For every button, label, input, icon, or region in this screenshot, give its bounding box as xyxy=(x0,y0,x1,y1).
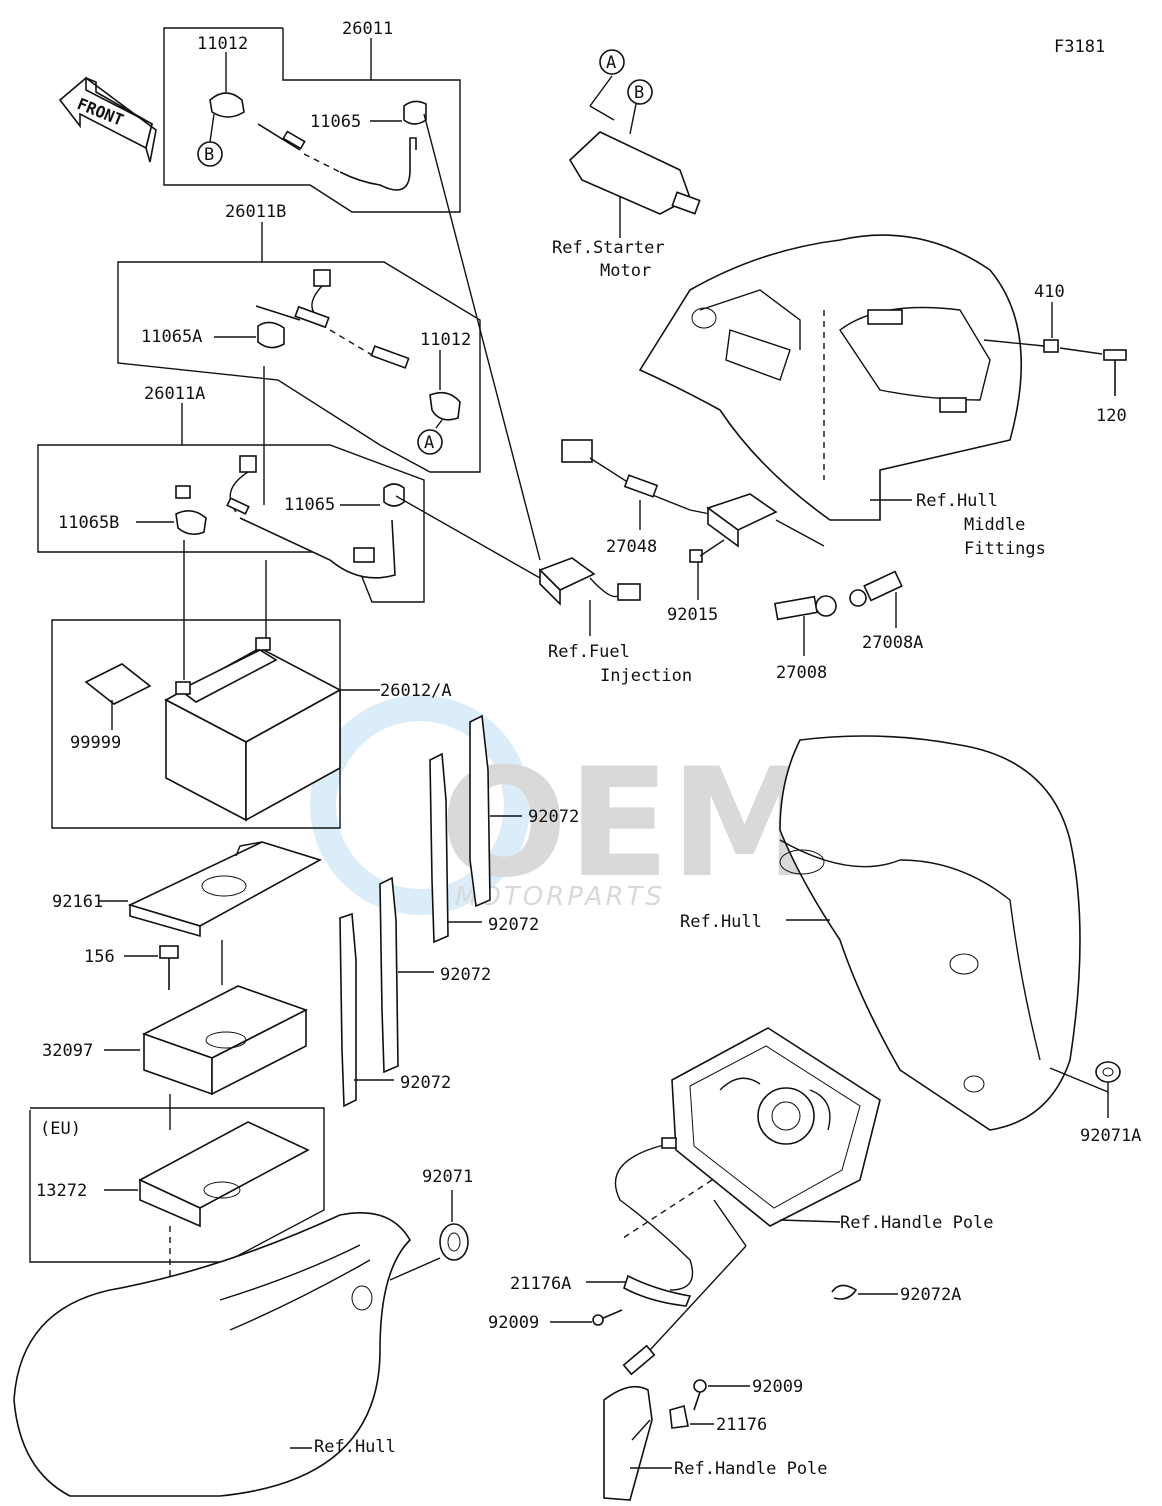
ref-starter-1: Ref.Starter xyxy=(552,238,665,258)
battery-26012A xyxy=(51,619,380,829)
svg-text:B: B xyxy=(204,145,214,165)
screw-120 xyxy=(1059,347,1127,396)
bracket-13272-eu xyxy=(29,1094,325,1420)
label-92072-a: 92072 xyxy=(528,807,579,827)
figure-code: F3181 xyxy=(1054,37,1105,57)
label-92009-b: 92009 xyxy=(752,1377,803,1397)
label-11012-top: 11012 xyxy=(197,34,248,54)
label-26012A: 26012/A xyxy=(380,681,452,701)
straps-92072 xyxy=(339,714,522,1108)
callout-b-top: B xyxy=(627,79,653,105)
front-direction-arrow-icon: FRONT xyxy=(58,76,157,163)
grommet-92071A xyxy=(1095,1061,1121,1118)
label-92009-a: 92009 xyxy=(488,1313,539,1333)
hull-bottom xyxy=(13,1212,441,1497)
tray-92161 xyxy=(98,841,323,938)
ref-handle-pole-1: Ref.Handle Pole xyxy=(840,1213,994,1233)
ref-fuel-2: Injection xyxy=(600,666,692,686)
label-156: 156 xyxy=(84,947,115,967)
ref-hull-mid-3: Fittings xyxy=(964,539,1046,559)
ref-hull-mid-1: Ref.Hull xyxy=(916,491,998,511)
label-92072-b: 92072 xyxy=(488,915,539,935)
label-21176A: 21176A xyxy=(510,1274,571,1294)
label-92072-c: 92072 xyxy=(440,965,491,985)
key-27008 xyxy=(773,595,837,656)
ref-hull-mid-2: Middle xyxy=(964,515,1025,535)
label-92015: 92015 xyxy=(667,605,718,625)
bolt-156 xyxy=(124,945,179,990)
watermark-brand: OEM xyxy=(440,737,819,911)
boot-11065A xyxy=(257,321,285,349)
svg-text:A: A xyxy=(606,53,616,73)
boot-11065-top xyxy=(403,100,427,125)
ref-starter-2: Motor xyxy=(600,261,651,281)
label-92071: 92071 xyxy=(422,1167,473,1187)
label-21176: 21176 xyxy=(716,1415,767,1435)
label-26011B: 26011B xyxy=(225,202,286,222)
boot-11065B xyxy=(175,510,207,536)
clip-92072A xyxy=(831,1284,898,1300)
label-27048: 27048 xyxy=(606,537,657,557)
ref-handle-pole-2: Ref.Handle Pole xyxy=(674,1459,828,1479)
screw-92009-a xyxy=(550,1309,623,1326)
label-410: 410 xyxy=(1034,282,1065,302)
label-11065-mid: 11065 xyxy=(284,495,335,515)
cap-11012-mid xyxy=(429,391,461,421)
ref-hull-right: Ref.Hull xyxy=(680,912,762,932)
label-27008: 27008 xyxy=(776,663,827,683)
svg-text:A: A xyxy=(424,433,434,453)
callout-b-cable: B xyxy=(197,141,223,167)
label-120: 120 xyxy=(1096,406,1127,426)
bracket-21176 xyxy=(669,1404,714,1429)
label-13272: 13272 xyxy=(36,1181,87,1201)
ref-fuel-1: Ref.Fuel xyxy=(548,642,630,662)
label-99999: 99999 xyxy=(70,733,121,753)
clip-92015 xyxy=(689,539,725,600)
eu-note: (EU) xyxy=(40,1119,81,1139)
callout-a-cable: A xyxy=(417,429,443,455)
label-92161: 92161 xyxy=(52,892,103,912)
key-27008A xyxy=(849,570,903,628)
nut-410 xyxy=(983,302,1059,353)
hull-right xyxy=(779,735,1109,1131)
label-92072-d: 92072 xyxy=(400,1073,451,1093)
label-32097: 32097 xyxy=(42,1041,93,1061)
handle-pole-shaft xyxy=(603,1179,747,1501)
label-92071A: 92071A xyxy=(1080,1126,1141,1146)
label-11065A: 11065A xyxy=(141,327,202,347)
group-26011A xyxy=(37,403,541,680)
label-11065B: 11065B xyxy=(58,513,119,533)
switch-21176A xyxy=(586,1137,694,1307)
label-26011A: 26011A xyxy=(144,384,205,404)
screw-92009-b xyxy=(693,1379,750,1411)
bag-99999 xyxy=(84,663,152,705)
ref-hull-bottom: Ref.Hull xyxy=(314,1437,396,1457)
label-92072A: 92072A xyxy=(900,1285,961,1305)
group-26011B xyxy=(117,222,481,505)
harness-27048 xyxy=(561,439,825,548)
svg-text:B: B xyxy=(634,83,644,103)
handle-pole-plate xyxy=(671,1027,881,1227)
label-11012-mid: 11012 xyxy=(420,330,471,350)
fuel-injection-relay xyxy=(538,557,641,636)
holder-32097 xyxy=(104,940,309,1096)
hull-middle-fittings xyxy=(638,234,1023,521)
grommet-92071 xyxy=(439,1190,469,1261)
cap-11012-top xyxy=(209,92,245,118)
starter-motor xyxy=(568,75,701,238)
group-26011 xyxy=(163,27,541,561)
boot-11065-mid xyxy=(383,483,405,507)
label-26011: 26011 xyxy=(342,19,393,39)
label-11065-top: 11065 xyxy=(310,112,361,132)
label-27008A: 27008A xyxy=(862,633,923,653)
callout-a-top: A xyxy=(599,49,625,75)
